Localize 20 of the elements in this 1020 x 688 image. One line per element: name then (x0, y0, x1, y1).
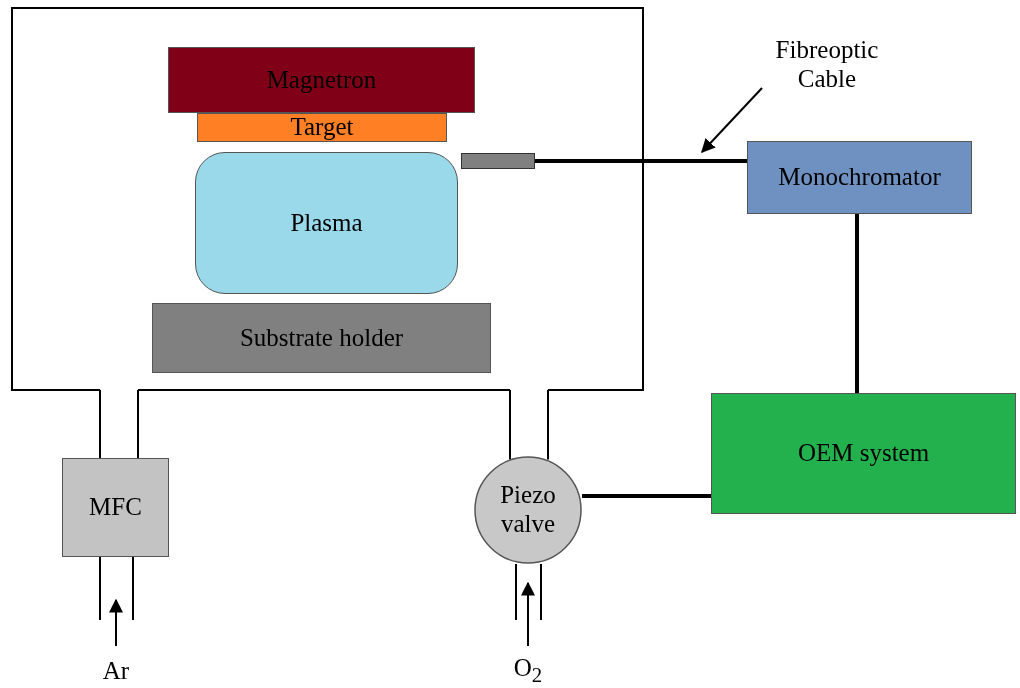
fibre-probe (461, 153, 535, 169)
gas-label: O$_{2}$ (513, 654, 543, 688)
arrow (109, 598, 123, 647)
gas-label: Ar (102, 656, 130, 686)
leader-line (701, 87, 763, 153)
node-label: Target (290, 113, 354, 142)
node-label: Monochromator (778, 163, 941, 192)
node-label: MFC (89, 493, 142, 522)
gas-pipe (509, 389, 549, 461)
connector-line (535, 159, 747, 163)
gas-pipe (99, 389, 139, 459)
node-label: OEM system (797, 439, 930, 468)
node-label: Magnetron (266, 65, 377, 95)
node-label: Substrate holder (239, 323, 404, 353)
connector-line (855, 214, 859, 393)
arrow (521, 581, 535, 647)
cable-label: Fibreoptic Cable (774, 36, 880, 94)
connector-line (582, 494, 711, 498)
node-label: Plasma (290, 208, 363, 238)
node-label: Piezo valve (499, 481, 557, 539)
